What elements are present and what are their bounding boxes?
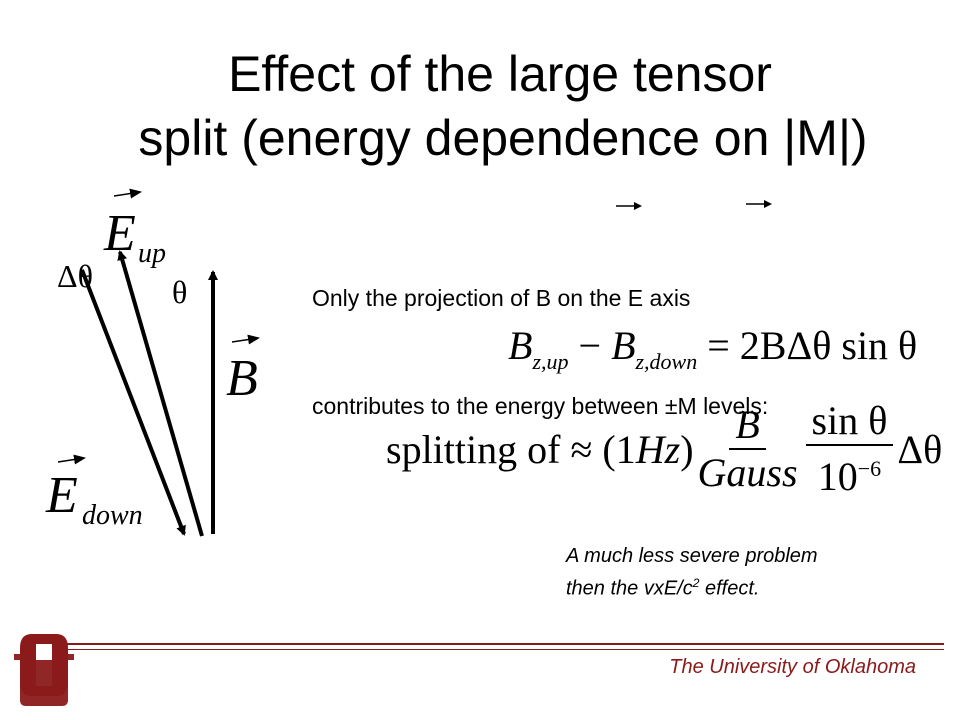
equation-difference: Bz,up − Bz,down = 2BΔθ sin θ	[508, 322, 917, 375]
eq2-frac2-denominator: 10−6	[818, 446, 881, 500]
body-line-1: Only the projection of B on the E axis	[312, 285, 691, 311]
eq2-fraction-sin: sin θ 10−6	[805, 398, 894, 500]
footer-divider	[62, 643, 944, 650]
footer-text: The University of Oklahoma	[669, 656, 916, 678]
e-up-vector-mark	[113, 188, 142, 199]
b-label: B	[226, 350, 258, 407]
e-overarrow-icon	[746, 200, 772, 208]
ou-logo-icon	[14, 634, 74, 706]
eq1-minus: −	[568, 323, 612, 368]
note-line-1: A much less severe problem	[566, 545, 818, 567]
eq2-exponent: −6	[857, 456, 882, 481]
eq2-close-paren: )	[680, 426, 694, 472]
eq1-b-down: B	[611, 323, 636, 368]
eq2-frac1-numerator: B	[729, 402, 766, 450]
e-up-label: E	[103, 205, 136, 262]
eq1-b-up: B	[508, 323, 533, 368]
eq1-sub-down: z,down	[635, 349, 698, 374]
vector-e-up-arrow	[117, 250, 204, 537]
note-line-2-sup: 2	[692, 576, 700, 590]
eq2-fraction-b-gauss: B Gauss	[698, 402, 798, 496]
slide-title: Effect of the large tensor split (energy…	[40, 42, 960, 170]
b-overarrow-icon	[616, 202, 642, 210]
note-text: A much less severe problem then the vxE/…	[566, 543, 818, 603]
vector-e-down-arrow	[80, 269, 186, 536]
e-down-subscript: down	[82, 500, 143, 531]
body-line-2: contributes to the energy between ±M lev…	[312, 393, 769, 419]
e-up-subscript: up	[138, 238, 166, 269]
title-line-2: split (energy dependence on |M|)	[138, 110, 868, 166]
eq2-frac1-denominator: Gauss	[697, 450, 798, 495]
e-down-label: E	[45, 467, 78, 524]
b-vector-mark	[231, 334, 260, 345]
e-down-vector-mark	[57, 454, 86, 465]
title-line-1: Effect of the large tensor	[228, 46, 772, 102]
vector-diagram: E up Δθ θ B E down	[45, 188, 260, 537]
eq1-rhs: = 2BΔθ sin θ	[697, 323, 918, 368]
eq2-hz: Hz	[635, 426, 681, 472]
eq2-delta-theta: Δθ	[897, 426, 943, 472]
note-line-2-post: effect.	[699, 577, 760, 600]
eq2-frac2-numerator: sin θ	[805, 398, 894, 446]
theta-label: θ	[172, 274, 187, 310]
eq2-ten: 10	[817, 454, 858, 499]
delta-theta-label: Δθ	[57, 258, 93, 294]
note-line-2-pre: then the vxE/c	[566, 577, 693, 600]
eq1-sub-up: z,up	[532, 349, 569, 374]
body-text: Only the projection of B on the E axis c…	[312, 208, 768, 460]
note-line-2: then the vxE/c2 effect.	[566, 570, 818, 603]
eq2-prefix: splitting of ≈ (1	[386, 426, 636, 472]
